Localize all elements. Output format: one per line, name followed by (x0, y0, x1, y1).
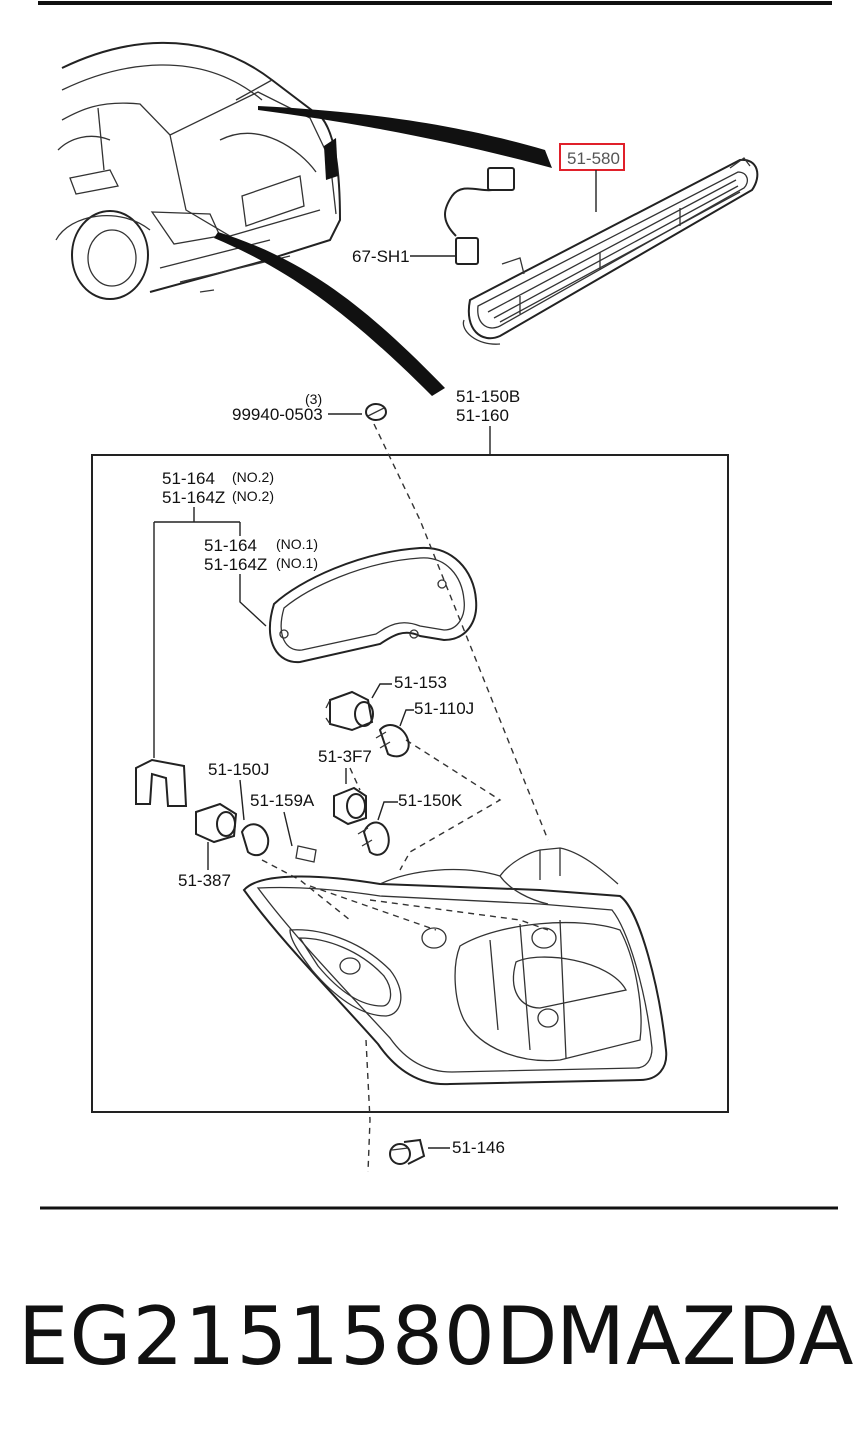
socket-51-3f7 (333, 786, 367, 826)
label-51-164z-no1: 51-164Z (204, 555, 267, 574)
bulb-51-110j (375, 724, 410, 758)
label-51-387: 51-387 (178, 871, 231, 890)
highlight-box (559, 143, 625, 171)
high-mount-stop-lamp (462, 157, 759, 345)
bulb-51-150k (357, 821, 390, 856)
label-no2-a: (NO.2) (232, 469, 274, 485)
label-51-164z-no2: 51-164Z (162, 488, 225, 507)
label-51-160: 51-160 (456, 406, 509, 425)
label-67-sh1: 67-SH1 (352, 247, 410, 266)
brand-name: MAZDA (556, 1290, 855, 1383)
bulb-51-150j (240, 823, 270, 857)
label-51-159a: 51-159A (250, 791, 315, 810)
socket-51-153 (325, 690, 374, 732)
tail-lamp-assembly-frame (91, 454, 729, 1113)
label-51-110j: 51-110J (414, 699, 474, 718)
callout-wedge-high-mount (258, 106, 552, 168)
label-qty-3: (3) (305, 391, 322, 407)
label-51-580: 51-580 (567, 149, 620, 168)
wire-harness (444, 167, 515, 265)
label-51-3f7: 51-3F7 (318, 747, 372, 766)
vehicle-illustration (55, 41, 342, 300)
label-no1-b: (NO.1) (276, 555, 318, 571)
label-no2-b: (NO.2) (232, 488, 274, 504)
label-99940-0503: 99940-0503 (232, 405, 323, 424)
clip-51-146 (389, 1138, 426, 1165)
socket-51-387 (195, 802, 238, 844)
part-number: EG2151580D (18, 1290, 559, 1383)
gasket-no1 (268, 546, 478, 664)
label-51-150j: 51-150J (208, 760, 269, 779)
seal-51-159a (295, 845, 317, 863)
label-51-164-no1: 51-164 (204, 536, 257, 555)
label-51-150b: 51-150B (456, 387, 520, 406)
label-51-153: 51-153 (394, 673, 447, 692)
label-51-146: 51-146 (452, 1138, 505, 1157)
label-no1-a: (NO.1) (276, 536, 318, 552)
gasket-no2 (135, 758, 188, 807)
screw-part (365, 403, 387, 421)
label-51-150k: 51-150K (398, 791, 463, 810)
footer-caption: EG2151580D MAZDA (0, 1290, 864, 1400)
rear-combination-lamp (242, 847, 668, 1086)
label-51-164-no2: 51-164 (162, 469, 215, 488)
callout-wedge-tail-lamp (214, 232, 445, 396)
